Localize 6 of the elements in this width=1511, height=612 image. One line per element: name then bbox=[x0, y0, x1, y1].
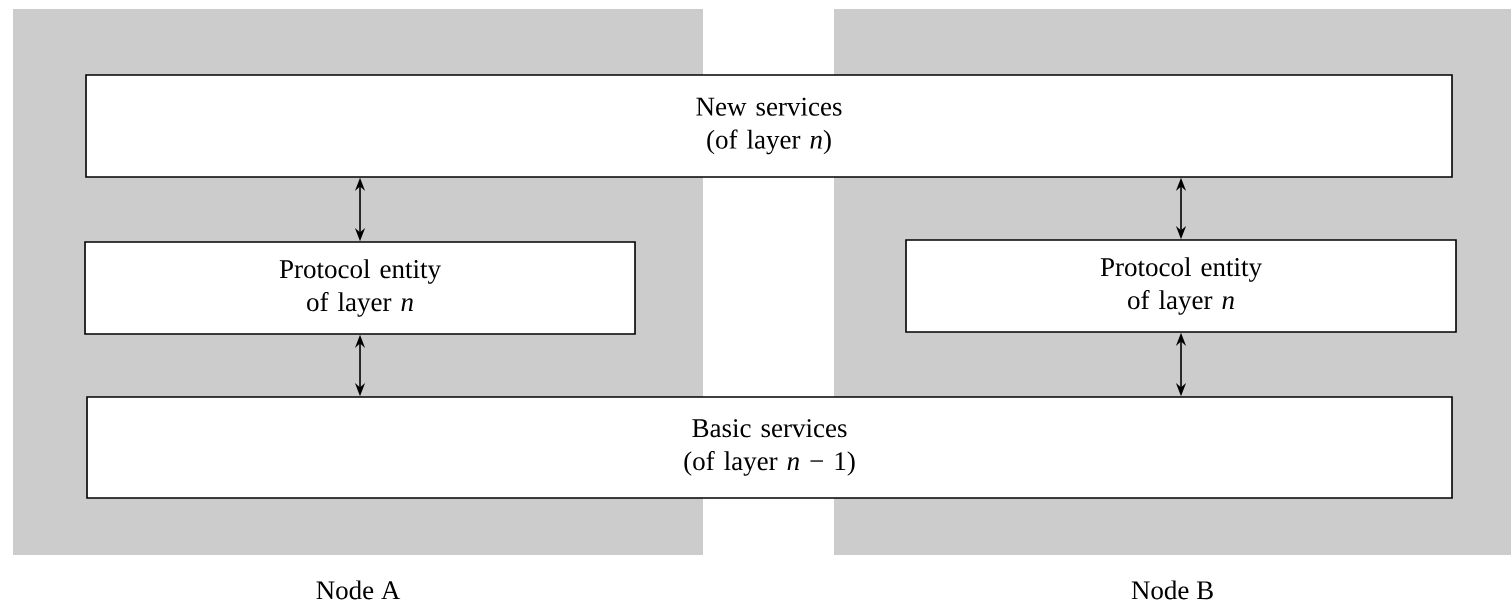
layer-box: Protocol entity of layer n bbox=[84, 241, 636, 335]
node-label: Node B bbox=[1131, 580, 1213, 600]
layer-box: Basic services (of layer n − 1) bbox=[86, 396, 1453, 499]
layer-box: New services (of layer n) bbox=[85, 74, 1453, 178]
node-label: Node A bbox=[316, 580, 401, 600]
layer-box: Protocol entity of layer n bbox=[905, 239, 1457, 333]
